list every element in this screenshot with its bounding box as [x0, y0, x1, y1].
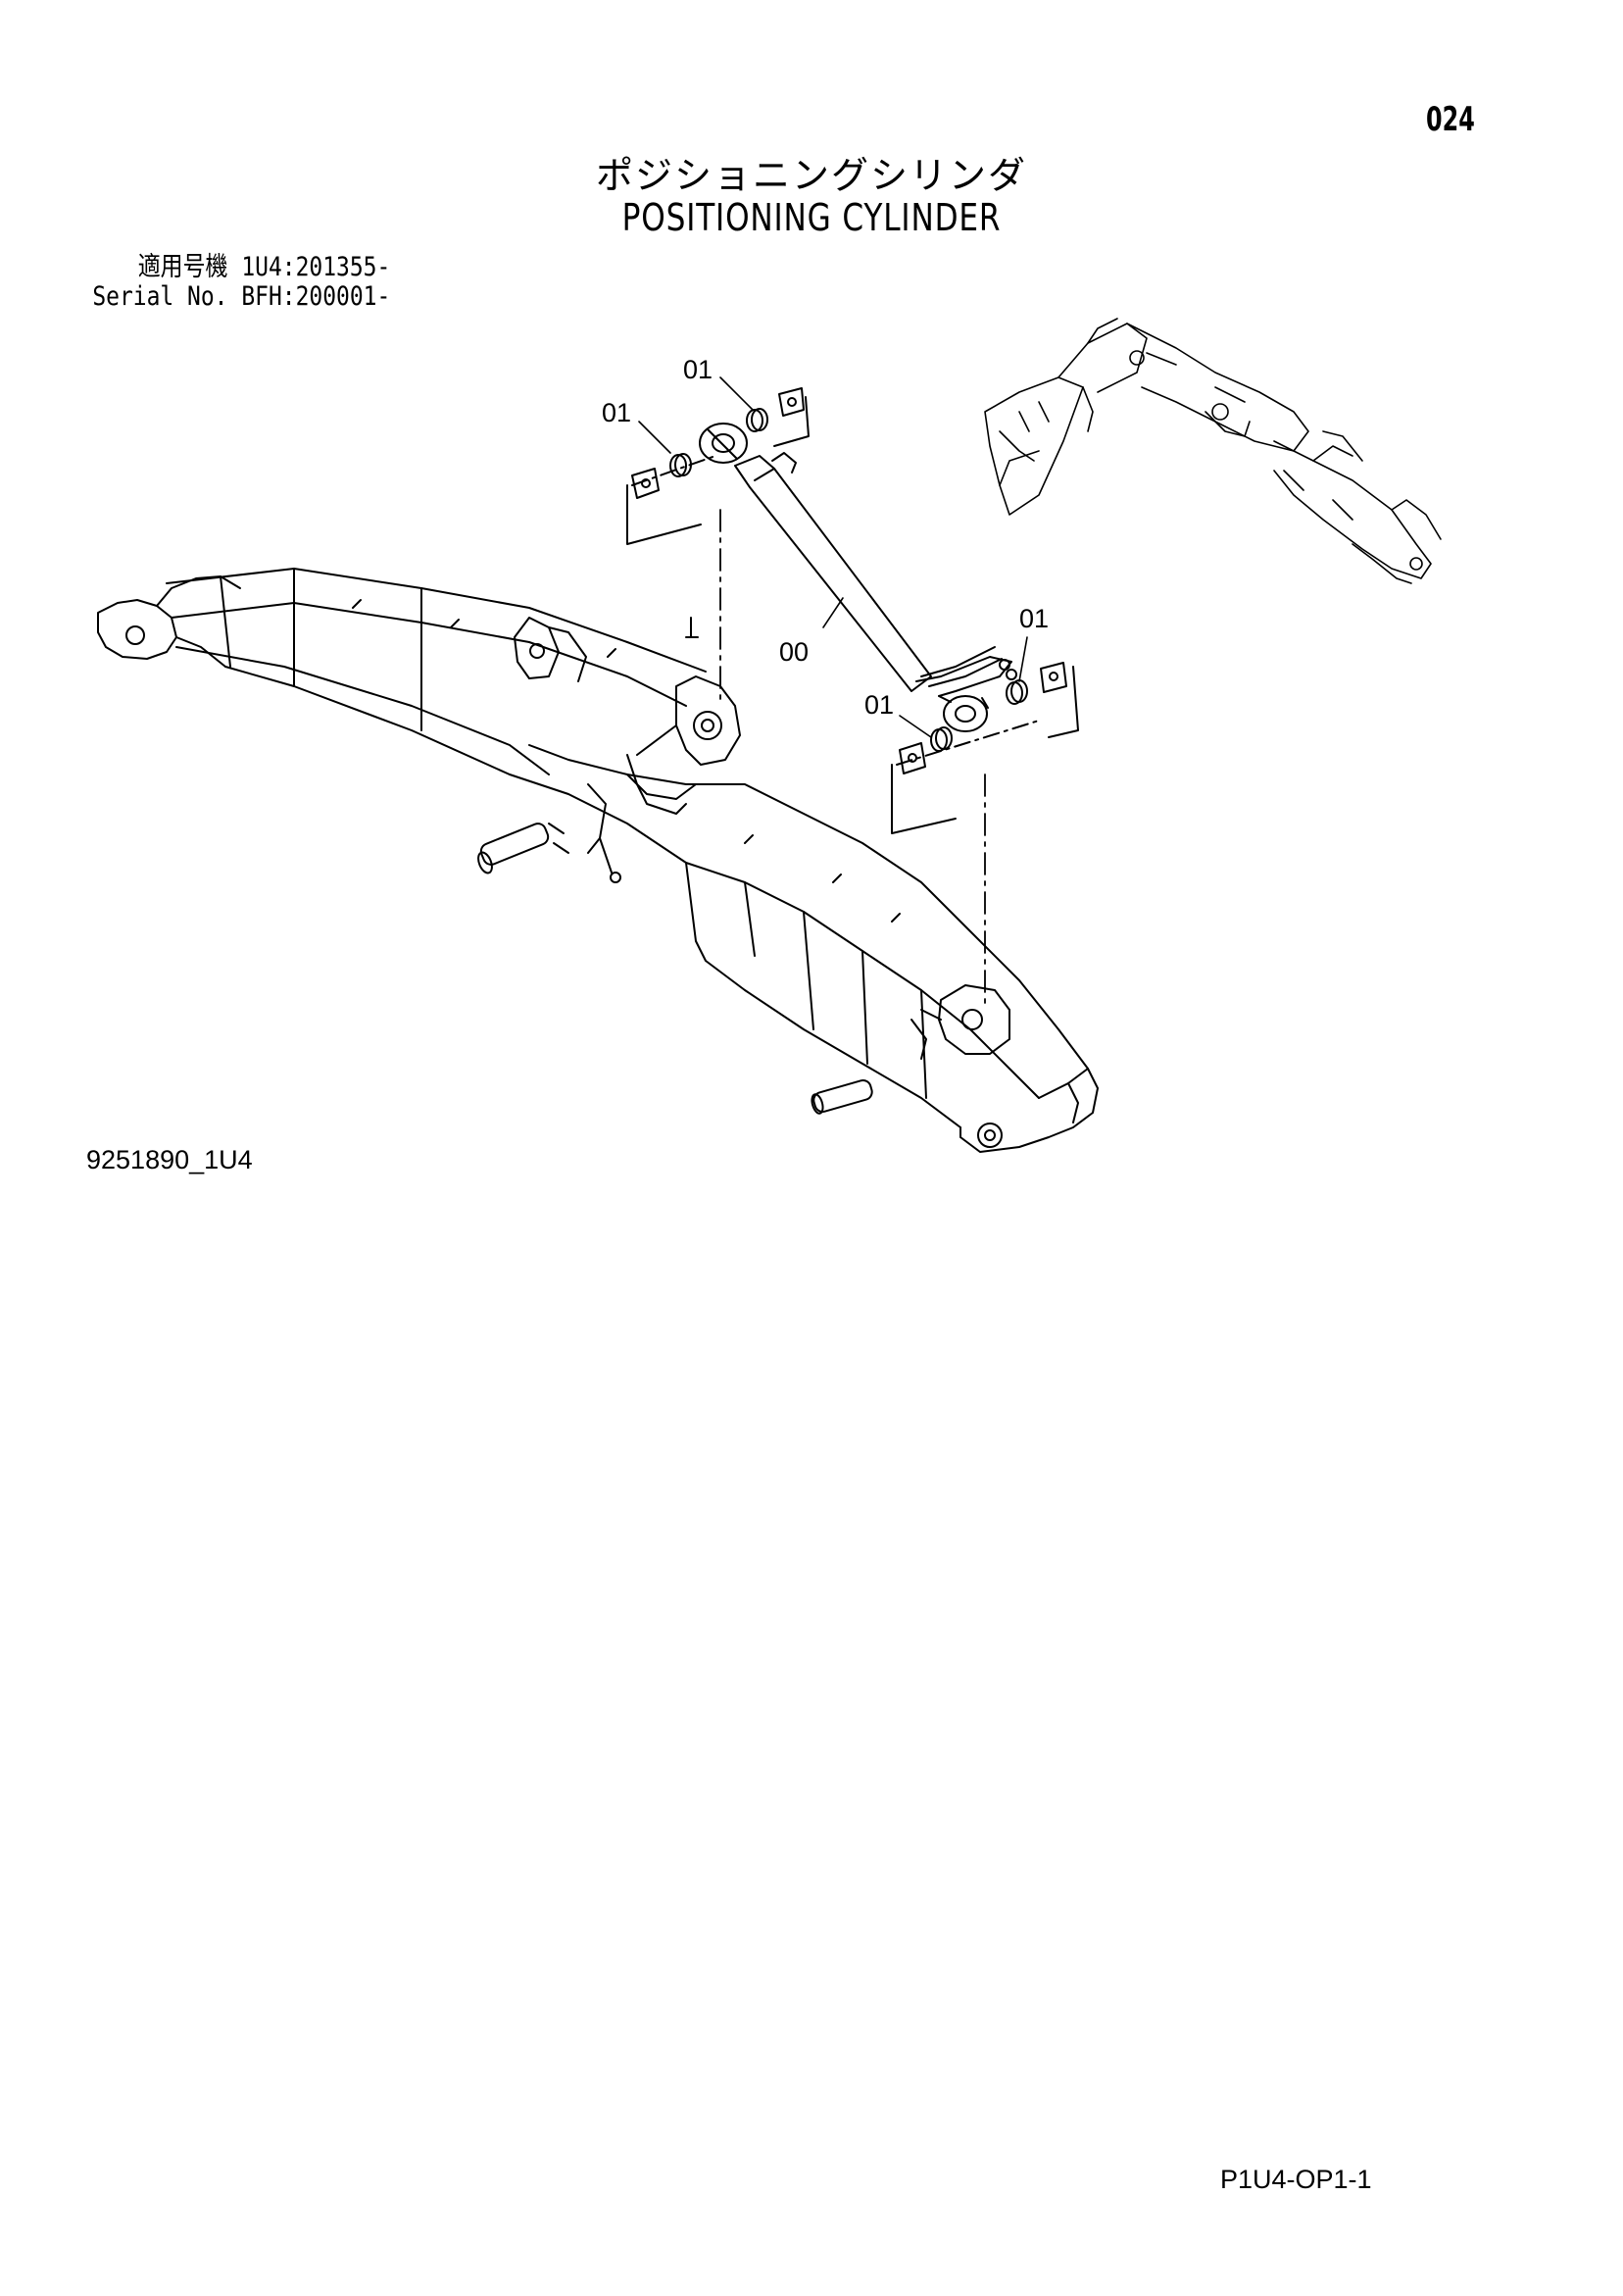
applicable-label: 適用号機	[137, 252, 228, 282]
seal-kit-top-left	[626, 453, 716, 545]
callout-seal-bottom-right: 01	[1019, 604, 1049, 633]
serial-value: BFH:200001-	[241, 281, 391, 312]
callout-seal-top-left: 01	[602, 398, 631, 427]
footer-page-code: P1U4-OP1-1	[1220, 2165, 1372, 2194]
pin-upper-left	[477, 823, 550, 874]
drawing-id: 9251890_1U4	[86, 1145, 253, 1174]
serial-label: Serial No.	[92, 281, 228, 312]
serial-info: 適用号機 1U4:201355- Serial No. BFH:200001-	[86, 253, 390, 312]
callout-cylinder: 00	[779, 637, 809, 667]
callout-seal-top-right: 01	[683, 355, 713, 384]
pin-lower	[811, 1079, 873, 1115]
positioning-cylinder-illustration	[699, 423, 1017, 732]
assembly-center-lines	[719, 509, 986, 1011]
seal-kit-bottom-right	[1006, 662, 1079, 738]
page-title-japanese: ポジショニングシリンダ	[595, 154, 1027, 197]
page-title-english: POSITIONING CYLINDER	[621, 196, 1002, 239]
applicable-value: 1U4:201355-	[241, 252, 391, 282]
boom-structure-illustration	[97, 568, 1099, 1153]
excavator-arm-inset-illustration	[984, 318, 1442, 584]
serial-row-number: Serial No. BFH:200001-	[86, 282, 390, 312]
callout-leader-lines	[638, 376, 1028, 738]
page-number: 024	[1426, 100, 1475, 139]
seal-kit-bottom-left	[891, 720, 1040, 834]
seal-kit-top-right	[746, 387, 810, 447]
callout-seal-bottom-left: 01	[864, 690, 894, 720]
serial-row-applicable: 適用号機 1U4:201355-	[86, 252, 391, 282]
